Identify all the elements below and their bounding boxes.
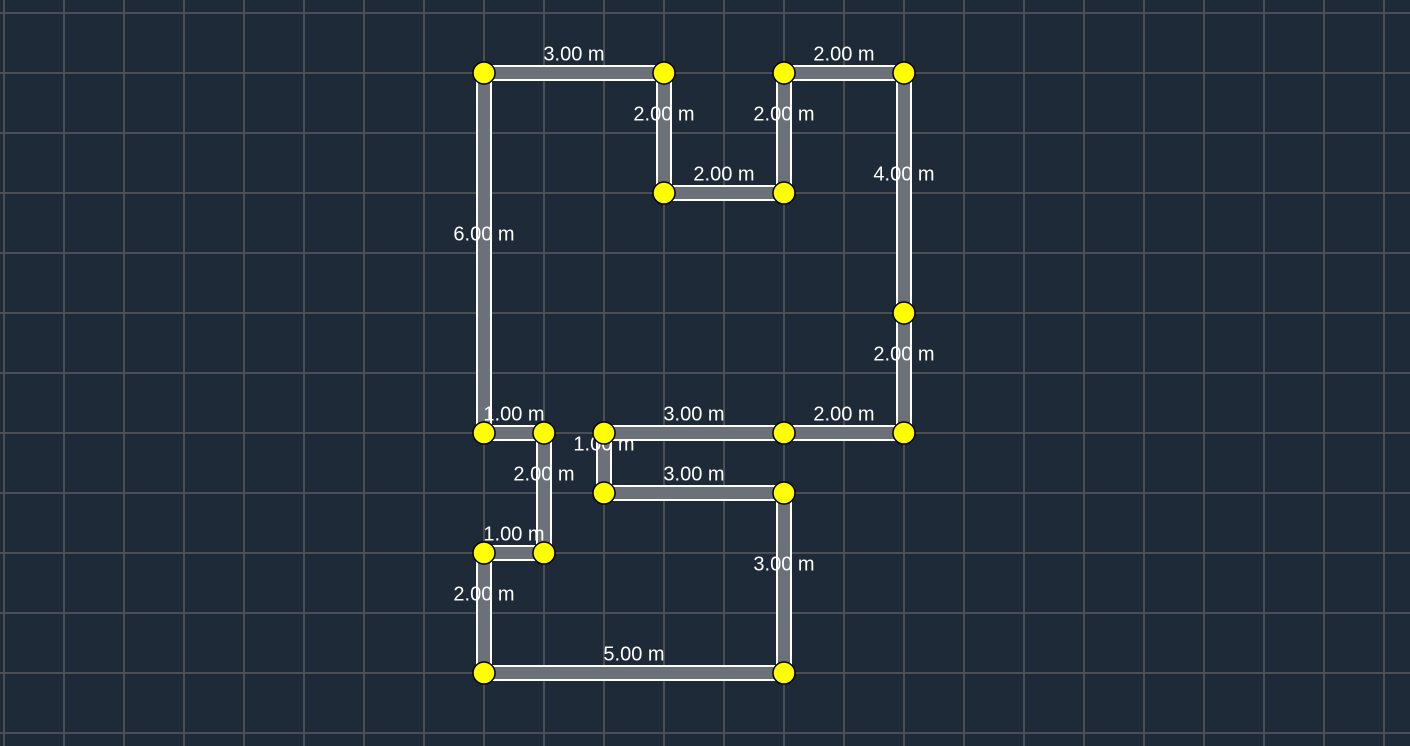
wall-length-label: 3.00 m <box>753 553 814 575</box>
wall-length-label: 2.00 m <box>513 463 574 485</box>
wall-node-handle[interactable] <box>772 421 796 445</box>
wall-node-handle[interactable] <box>772 181 796 205</box>
wall-node-handle[interactable] <box>472 661 496 685</box>
wall-length-label: 2.00 m <box>633 103 694 125</box>
walls <box>476 65 912 681</box>
wall-length-label: 2.00 m <box>873 343 934 365</box>
wall-node-handle[interactable] <box>772 61 796 85</box>
wall-node-handle[interactable] <box>892 421 916 445</box>
wall-node-handle[interactable] <box>772 481 796 505</box>
wall-node-handle[interactable] <box>892 301 916 325</box>
wall-node-handle[interactable] <box>652 181 676 205</box>
wall-node-handle[interactable] <box>472 541 496 565</box>
wall-node-handle[interactable] <box>532 421 556 445</box>
wall-node-handle[interactable] <box>892 61 916 85</box>
wall-node-handle[interactable] <box>592 481 616 505</box>
wall-length-label: 6.00 m <box>453 223 514 245</box>
wall-node-handle[interactable] <box>652 61 676 85</box>
wall-length-label: 2.00 m <box>813 43 874 65</box>
wall-labels: 3.00 m 2.00 m 2.00 m 2.00 m 2.00 m 4.00 m 2.00… <box>453 43 934 665</box>
wall-length-label: 3.00 m <box>663 463 724 485</box>
wall-node-handle[interactable] <box>472 421 496 445</box>
wall-node-handle[interactable] <box>772 661 796 685</box>
wall-length-label: 2.00 m <box>453 583 514 605</box>
wall-node-handle[interactable] <box>532 541 556 565</box>
wall-length-label: 2.00 m <box>753 103 814 125</box>
wall-length-label: 2.00 m <box>813 403 874 425</box>
wall-length-label: 3.00 m <box>663 403 724 425</box>
nodes <box>472 61 916 685</box>
wall-length-label: 1.00 m <box>483 523 544 545</box>
wall-node-handle[interactable] <box>472 61 496 85</box>
wall-length-label: 3.00 m <box>543 43 604 65</box>
wall-length-label: 2.00 m <box>693 163 754 185</box>
wall-length-label: 4.00 m <box>873 163 934 185</box>
wall-node-handle[interactable] <box>592 421 616 445</box>
wall-length-label: 5.00 m <box>603 643 664 665</box>
wall-length-label: 1.00 m <box>483 403 544 425</box>
